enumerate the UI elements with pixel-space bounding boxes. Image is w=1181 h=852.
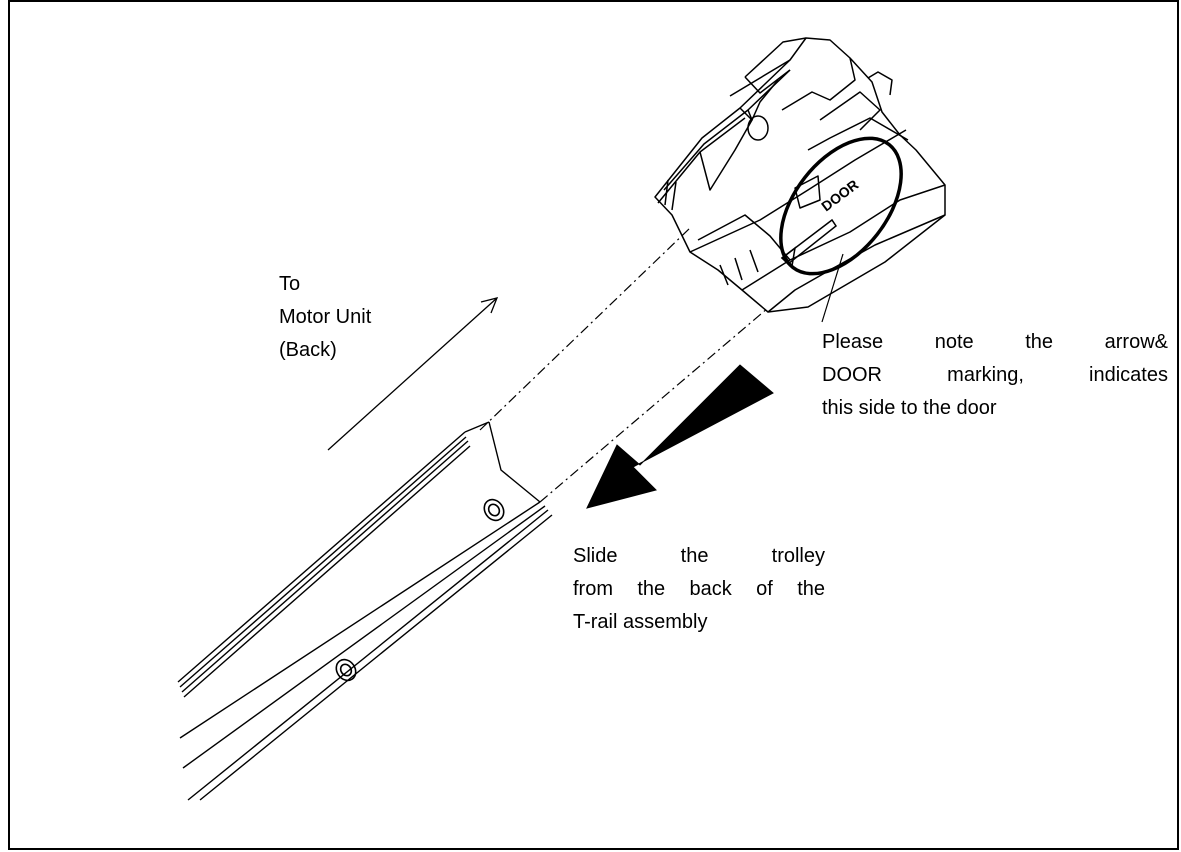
to-motor-unit-label: To Motor Unit (Back)	[279, 268, 439, 367]
diagram-frame	[8, 0, 1179, 850]
door-note-line-1: Please note the arrow&	[822, 331, 1168, 353]
slide-note-line-2: from the back of the	[573, 578, 825, 600]
rail-mounting-hole	[483, 498, 505, 522]
door-marking-highlight	[779, 136, 903, 276]
door-note-line-2: DOOR marking, indicates	[822, 364, 1168, 386]
to-motor-line-1: To	[279, 273, 301, 295]
slide-note-line-1: Slide the trolley	[573, 545, 825, 567]
slide-direction-arrow-icon	[586, 364, 774, 509]
callout-leader-line	[821, 253, 844, 323]
to-motor-line-3: (Back)	[279, 339, 337, 361]
slide-note-line-3: T-rail assembly	[573, 611, 708, 633]
alignment-guide-lines	[479, 227, 769, 503]
direction-arrow-icon	[327, 297, 499, 451]
rail-mounting-hole	[335, 658, 357, 682]
to-motor-line-2: Motor Unit	[279, 306, 372, 328]
t-rail	[177, 421, 553, 801]
door-note-line-3: this side to the door	[822, 397, 997, 419]
door-marking-text: DOOR	[818, 176, 861, 214]
